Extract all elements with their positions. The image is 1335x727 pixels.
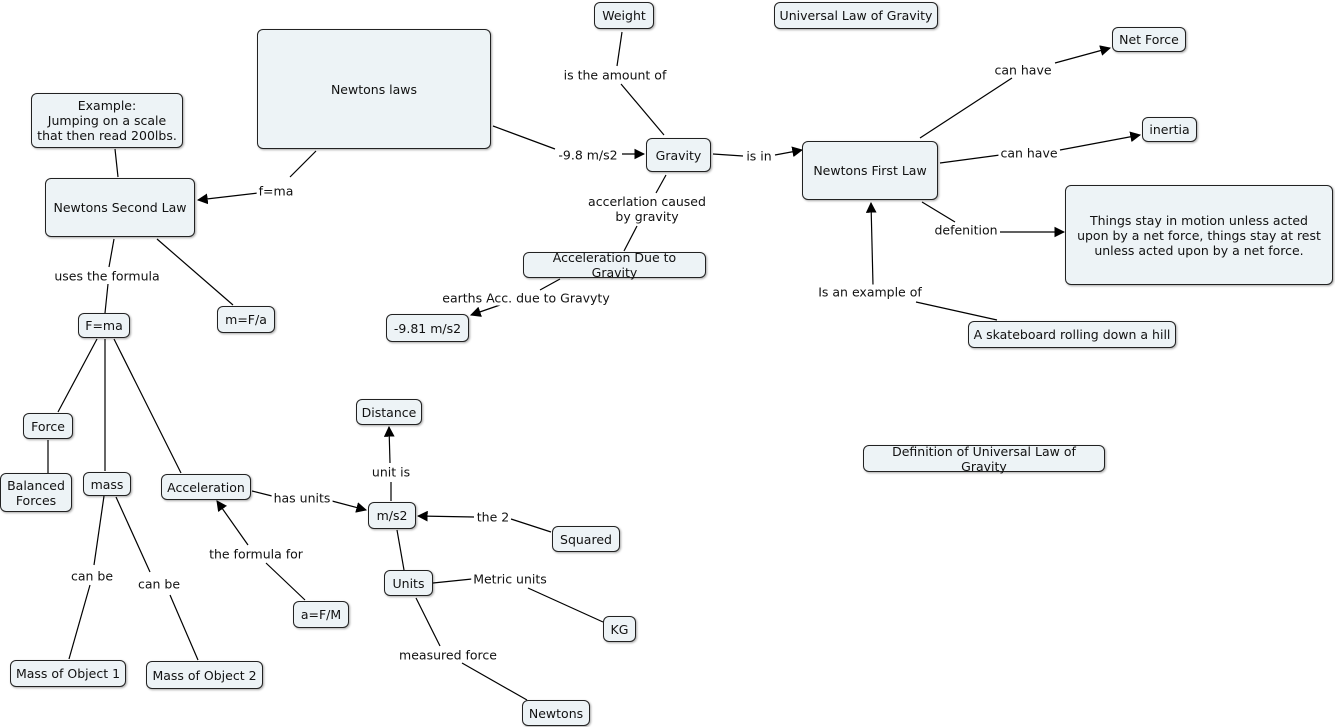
connector (104, 283, 109, 314)
link-label-uses-the-formula: uses the formula (52, 268, 162, 284)
connector (114, 148, 119, 178)
connector (331, 500, 368, 513)
connector (623, 225, 638, 252)
connector (289, 150, 317, 178)
node-a-equals-f-over-m[interactable]: a=F/M (293, 601, 349, 628)
connector (216, 500, 249, 546)
node-balanced-forces[interactable]: Balanced Forces (0, 473, 72, 512)
connector (415, 597, 441, 647)
link-label-f-ma: f=ma (256, 183, 296, 199)
link-label-measured-force: measured force (397, 647, 499, 663)
connector (919, 77, 1013, 139)
node-m-per-s2[interactable]: m/s2 (368, 502, 416, 529)
link-label-can-be-object-1: can be (68, 568, 116, 584)
connector (712, 153, 744, 157)
connector (115, 496, 151, 573)
node-acceleration[interactable]: Acceleration (161, 474, 251, 500)
connector (251, 490, 273, 497)
connector (196, 192, 259, 205)
connector (265, 562, 306, 601)
link-label-earths-acc: earths Acc. due to Gravyty (440, 290, 612, 306)
node-mass-of-object-2[interactable]: Mass of Object 2 (146, 661, 263, 689)
link-label-is-in: is in (744, 148, 774, 164)
connector (57, 338, 98, 413)
node-kg[interactable]: KG (603, 616, 636, 642)
node-force[interactable]: Force (23, 413, 73, 439)
node-net-force[interactable]: Net Force (1112, 27, 1186, 52)
node-first-law-definition[interactable]: Things stay in motion unless acted upon … (1065, 185, 1333, 285)
node-acceleration-due-to-gravity[interactable]: Acceleration Due to Gravity (523, 250, 706, 280)
connector (68, 584, 91, 660)
node-units[interactable]: Units (384, 570, 433, 596)
connector (461, 662, 528, 701)
node-inertia[interactable]: inertia (1142, 117, 1197, 142)
node-newtons-first-law[interactable]: Newtons First Law (802, 141, 938, 200)
node-mass-of-object-1[interactable]: Mass of Object 1 (10, 660, 126, 687)
node-distance[interactable]: Distance (356, 399, 422, 425)
node-m-equals-f-over-a[interactable]: m=F/a (217, 306, 275, 333)
node-definition-universal-law[interactable]: Definition of Universal Law of Gravity (863, 444, 1105, 474)
node-f-equals-ma[interactable]: F=ma (78, 313, 130, 338)
link-label-the-formula-for: the formula for (207, 546, 305, 562)
node-weight[interactable]: Weight (594, 2, 654, 29)
connector (156, 238, 234, 306)
connector (93, 495, 105, 566)
connector (616, 31, 623, 67)
connector (113, 338, 182, 474)
node-minus-9-81[interactable]: -9.81 m/s2 (386, 314, 469, 342)
connector (469, 304, 501, 317)
link-label-metric-units: Metric units (471, 571, 549, 587)
connector (620, 83, 665, 136)
connector (1059, 131, 1142, 151)
connector (108, 238, 115, 268)
connector (527, 587, 604, 623)
node-squared[interactable]: Squared (552, 526, 620, 552)
connector (865, 201, 877, 286)
node-gravity[interactable]: Gravity (646, 138, 711, 172)
connector (492, 125, 556, 150)
link-label-can-have-inertia: can have (998, 145, 1060, 161)
connector (774, 146, 804, 158)
connector (396, 529, 405, 571)
node-skateboard[interactable]: A skateboard rolling down a hill (968, 321, 1176, 348)
node-example-jumping[interactable]: Example: Jumping on a scale that then re… (31, 93, 183, 148)
link-label-the-2: the 2 (474, 509, 512, 525)
node-newtons-laws[interactable]: Newtons laws (257, 29, 491, 149)
connector (539, 278, 561, 291)
link-label-minus-9-8: -9.8 m/s2 (556, 147, 620, 163)
link-label-unit-is: unit is (369, 464, 413, 480)
link-label-is-the-amount-of: is the amount of (561, 67, 669, 83)
node-newtons[interactable]: Newtons (522, 700, 590, 726)
connector (169, 594, 199, 661)
link-label-has-units: has units (271, 490, 333, 506)
connector (655, 174, 667, 194)
connector (915, 301, 998, 321)
connector (939, 154, 1001, 164)
link-label-can-be-object-2: can be (135, 576, 183, 592)
connector (921, 201, 956, 223)
link-label-acceleration-caused-by-gravity: accerlation caused by gravity (586, 194, 708, 224)
connector (510, 518, 552, 533)
connector (432, 578, 473, 584)
connector (383, 425, 395, 464)
connector (1054, 45, 1112, 64)
connector (416, 510, 475, 522)
node-mass[interactable]: mass (83, 472, 131, 496)
link-label-is-an-example-of: Is an example of (816, 284, 924, 300)
node-newtons-second-law[interactable]: Newtons Second Law (45, 178, 195, 237)
link-label-can-have-net-force: can have (992, 62, 1054, 78)
link-label-defenition: defenition (932, 222, 1000, 238)
node-universal-law-of-gravity[interactable]: Universal Law of Gravity (774, 2, 938, 29)
